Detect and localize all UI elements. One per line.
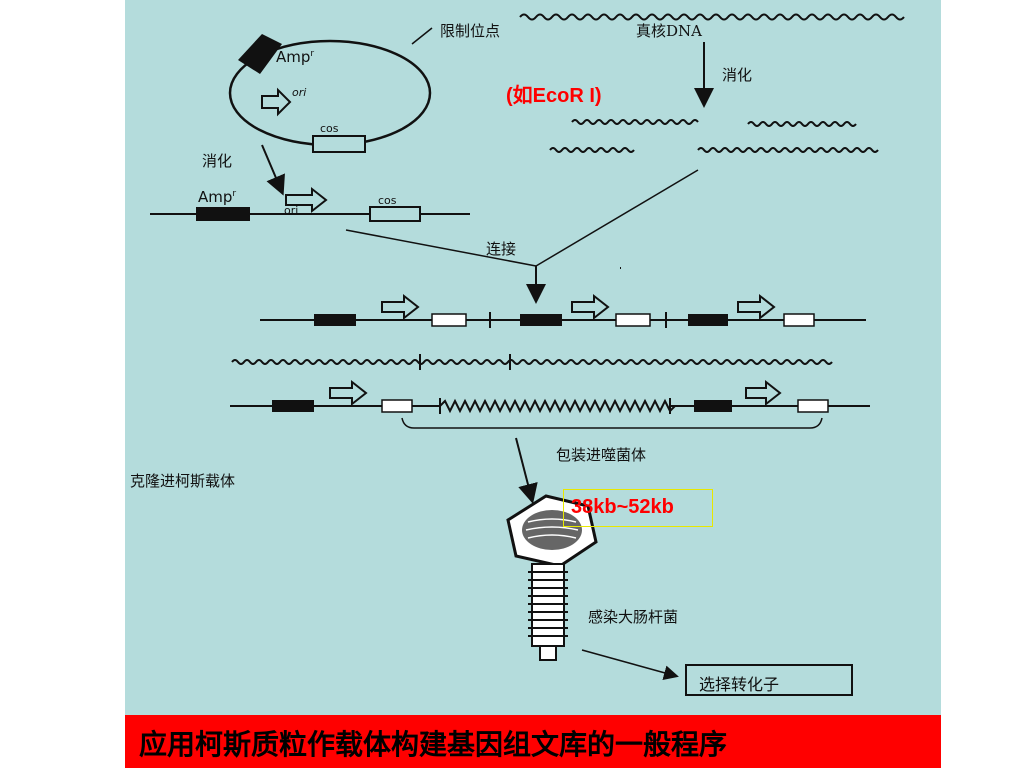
cosmid-library-diagram bbox=[150, 13, 905, 681]
dna-fragment-3 bbox=[549, 147, 635, 153]
recombinant-cos-1 bbox=[381, 399, 413, 413]
dna-fragment-4 bbox=[697, 147, 879, 153]
linear-ori-label: ori bbox=[284, 204, 299, 217]
recombinant-cos-2 bbox=[797, 399, 829, 413]
recombinant-amp-1 bbox=[272, 400, 314, 412]
select-transformants-label: 选择转化子 bbox=[699, 675, 780, 694]
linear-ori-arrow-icon bbox=[285, 186, 328, 214]
infect-arrow bbox=[581, 649, 679, 681]
insert-size-box: 38kb~52kb bbox=[563, 489, 713, 527]
dna-fragment-1 bbox=[571, 119, 699, 125]
ligation-line-left bbox=[345, 229, 537, 267]
amp-gene-block bbox=[238, 34, 282, 74]
digest-arrow-left bbox=[261, 144, 285, 196]
concatemer-cos-2 bbox=[615, 313, 651, 327]
restriction-site-label: 限制位点 bbox=[440, 22, 501, 40]
restriction-site-pointer bbox=[411, 27, 433, 45]
recombinant-ori-1-icon bbox=[329, 379, 368, 407]
plasmid-ori-label: ori bbox=[292, 86, 307, 99]
concatemer-amp-1 bbox=[314, 314, 356, 326]
digest-left-label: 消化 bbox=[202, 152, 233, 170]
cloning-into-cosmid-label: 克隆进柯斯载体 bbox=[130, 472, 236, 490]
linear-cos-label: cos bbox=[378, 194, 397, 207]
phage-particle-icon bbox=[506, 494, 598, 661]
eukaryotic-dna-label: 真核DNA bbox=[636, 22, 702, 40]
enzyme-example-label: (如EcoR I) bbox=[506, 85, 602, 107]
plasmid-amp-label: Ampr bbox=[276, 48, 315, 66]
select-transformants-box: 选择转化子 bbox=[685, 664, 853, 696]
recombinant-ori-2-icon bbox=[745, 379, 782, 407]
concatemer-ori-1-icon bbox=[381, 293, 420, 321]
slide-caption: 应用柯斯质粒作载体构建基因组文库的一般程序 bbox=[139, 728, 728, 761]
ligation-label: 连接 bbox=[486, 240, 517, 258]
concatemer-amp-3 bbox=[688, 314, 728, 326]
ligation-line-right bbox=[535, 169, 699, 267]
linear-amp-block bbox=[196, 207, 250, 221]
ori-arrow-icon bbox=[261, 87, 292, 117]
recombinant-insert-dna bbox=[439, 398, 676, 414]
packaging-bracket bbox=[401, 417, 823, 429]
eukaryotic-dna-strand bbox=[519, 13, 905, 21]
infect-ecoli-label: 感染大肠杆菌 bbox=[588, 608, 679, 626]
concatemer-cos-1 bbox=[431, 313, 467, 327]
dna-fragment-2 bbox=[747, 121, 857, 127]
concatemer-ori-3-icon bbox=[737, 293, 776, 321]
caption-bar: 应用柯斯质粒作载体构建基因组文库的一般程序 bbox=[125, 715, 941, 768]
digest-right-label: 消化 bbox=[722, 66, 753, 84]
packaging-arrow bbox=[515, 437, 538, 504]
packaging-label: 包装进噬菌体 bbox=[556, 446, 647, 464]
insert-dna-strand bbox=[231, 359, 833, 365]
concatemer-ori-2-icon bbox=[571, 293, 610, 321]
concatemer-amp-2 bbox=[520, 314, 562, 326]
cos-site-box bbox=[312, 135, 366, 153]
concatemer-cos-3 bbox=[783, 313, 815, 327]
linear-amp-label: Ampr bbox=[198, 188, 237, 206]
plasmid-cos-label: cos bbox=[320, 122, 339, 135]
recombinant-amp-2 bbox=[694, 400, 732, 412]
linear-cos-box bbox=[369, 206, 421, 222]
insert-size-label: 38kb~52kb bbox=[571, 496, 674, 518]
